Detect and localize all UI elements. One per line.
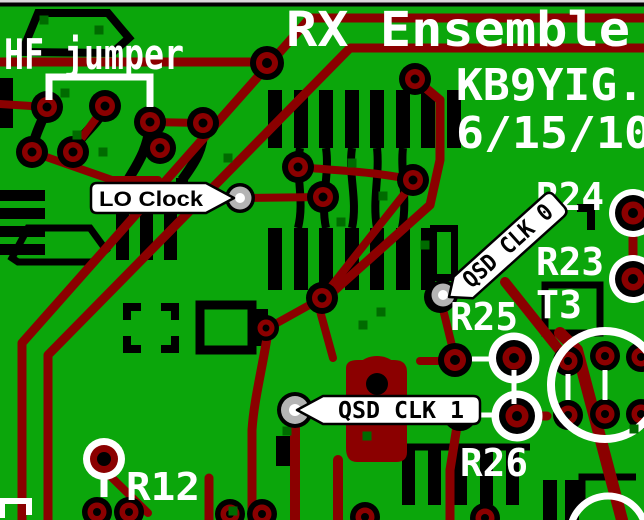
board-callsign-text: KB9YIG. (456, 60, 644, 111)
top-edge-border (0, 2, 644, 7)
r12-pad (83, 438, 125, 480)
t3-outline (541, 281, 604, 337)
top-edge-highlight (0, 0, 644, 3)
callout-lo-clock: LO Clock (89, 181, 236, 215)
hf-jumper-label: HF jumper (4, 30, 184, 79)
callout-qsd-clk-1: QSD CLK 1 (295, 394, 482, 426)
hf-jumper-bracket (45, 73, 154, 107)
designator-t3: T3 (536, 283, 582, 327)
designator-r23: R23 (536, 240, 604, 284)
designator-r25: R25 (450, 295, 518, 339)
silkscreen-shapes-layer (0, 73, 644, 520)
corner-bracket-outline (123, 303, 179, 353)
designator-r26: R26 (460, 441, 528, 485)
callout-qsd-clk-1-text: QSD CLK 1 (338, 398, 464, 424)
t3-transformer-circle (547, 327, 644, 443)
board-date-text: 6/15/10 (456, 108, 644, 159)
inner-layer-vias (39, 15, 639, 516)
designator-r12: R12 (126, 465, 200, 509)
board-title-text: RX Ensemble (286, 2, 630, 58)
callout-lo-clock-text: LO Clock (99, 188, 203, 211)
